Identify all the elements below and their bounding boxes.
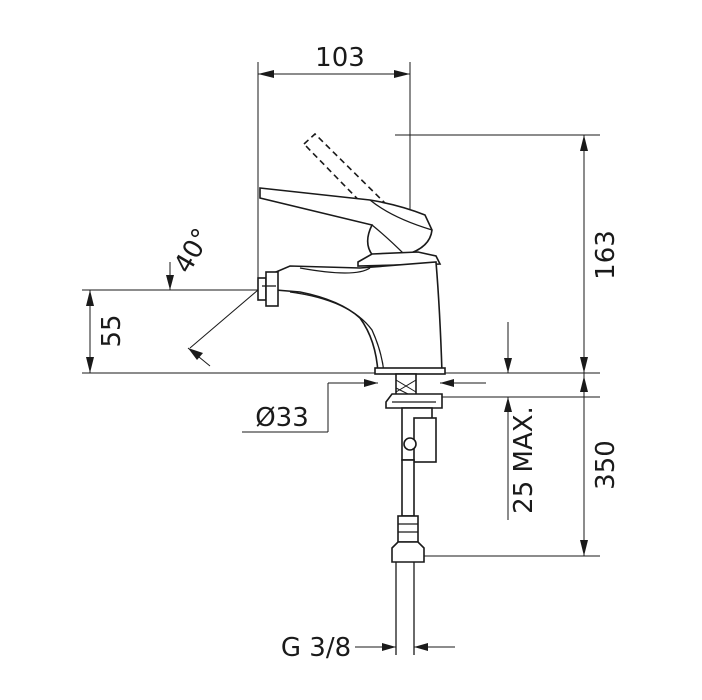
dimension-width-top: 103 [257,43,411,380]
handle-cap [357,251,442,267]
fixing-assembly [385,373,443,655]
dimension-angle-label: 40° [169,224,218,279]
dimension-diameter-label: Ø33 [255,403,309,433]
spout-nozzle [265,271,279,307]
dimension-hose-length-label: 350 [591,440,621,490]
base-flange [374,367,446,375]
hose-end-nut [391,541,425,563]
dimension-height-total: 163 [395,134,621,373]
flexible-hose [401,459,415,517]
dimension-base-diameter: Ø33 [242,379,486,433]
dimension-spout-angle: 40° [166,224,259,367]
dimension-max-thickness: 25 MAX. [504,322,539,520]
fixing-bracket [385,393,443,409]
spout-aerator [257,277,267,301]
faucet-body [257,132,446,375]
dimension-spout-height-label: 55 [97,314,127,347]
hose-crimp [397,515,419,543]
dimension-thread: G 3/8 [281,633,455,663]
spout-body [275,261,443,374]
dimension-spout-height: 55 [82,289,258,373]
dimension-max-thickness-label: 25 MAX. [509,406,539,514]
lever-handle [259,187,433,259]
dimension-width-label: 103 [315,43,365,73]
dimension-hose-length: 350 [410,373,621,557]
fixing-clamp [413,417,437,463]
dimension-thread-label: G 3/8 [281,633,351,663]
dimension-height-label: 163 [591,230,621,280]
